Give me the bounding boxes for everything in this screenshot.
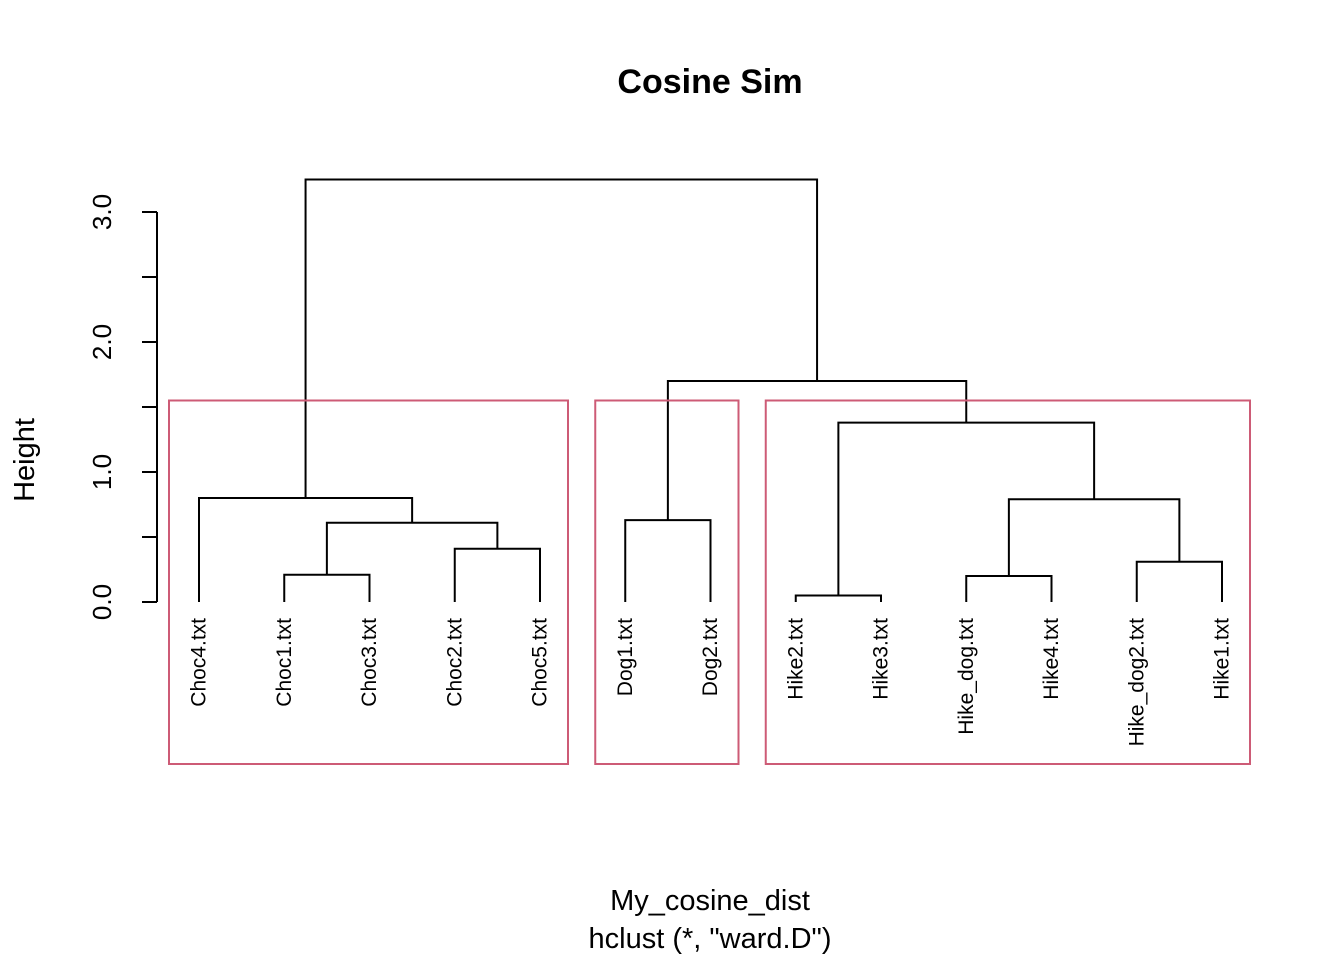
dendrogram-link: [198, 497, 414, 602]
leaf-label: Hike_dog2.txt: [1125, 618, 1148, 747]
cluster-rect: [594, 399, 740, 765]
leaf-label: Choc1.txt: [273, 618, 296, 707]
dendrogram-link: [1135, 560, 1223, 602]
leaf-label: Hike_dog.txt: [955, 618, 978, 735]
leaf-label: Hike2.txt: [784, 618, 807, 700]
leaf-labels: Choc4.txt Choc1.txt Choc3.txt Choc2.txt Choc…: [188, 618, 1234, 747]
dendrogram-links: [198, 178, 1223, 602]
dendrogram-link: [1007, 498, 1181, 576]
y-tick-label: 3.0: [87, 194, 117, 230]
dendrogram-link: [624, 519, 712, 602]
dendrogram-link: [453, 547, 541, 602]
dendrogram-link: [794, 594, 882, 602]
y-axis-label: Height: [9, 418, 41, 502]
x-axis-label: My_cosine_dist: [610, 885, 810, 917]
cluster-rect: [168, 399, 569, 765]
leaf-label: Choc4.txt: [188, 618, 211, 707]
y-tick-label: 2.0: [87, 324, 117, 360]
cluster-rectangles: [168, 399, 1251, 765]
dendrogram-link: [666, 380, 968, 521]
dendrogram-link: [837, 421, 1096, 596]
dendrogram-link: [965, 575, 1053, 602]
leaf-label: Choc5.txt: [529, 618, 552, 707]
chart-title: Cosine Sim: [617, 63, 802, 101]
leaf-label: Hike4.txt: [1040, 618, 1063, 700]
leaf-label: Dog1.txt: [614, 618, 637, 696]
leaf-label: Choc2.txt: [443, 618, 466, 707]
y-axis: 0.0 1.0 2.0 3.0: [87, 194, 158, 620]
dendrogram-link: [304, 178, 819, 498]
y-tick-label: 0.0: [87, 584, 117, 620]
dendrogram-link: [283, 573, 371, 602]
cluster-rect: [764, 399, 1251, 765]
leaf-label: Hike3.txt: [870, 618, 893, 700]
leaf-label: Hike1.txt: [1211, 618, 1234, 700]
leaf-label: Choc3.txt: [358, 618, 381, 707]
leaf-label: Dog2.txt: [699, 618, 722, 696]
y-tick-label: 1.0: [87, 454, 117, 490]
chart-subtitle: hclust (*, "ward.D"): [589, 923, 832, 955]
